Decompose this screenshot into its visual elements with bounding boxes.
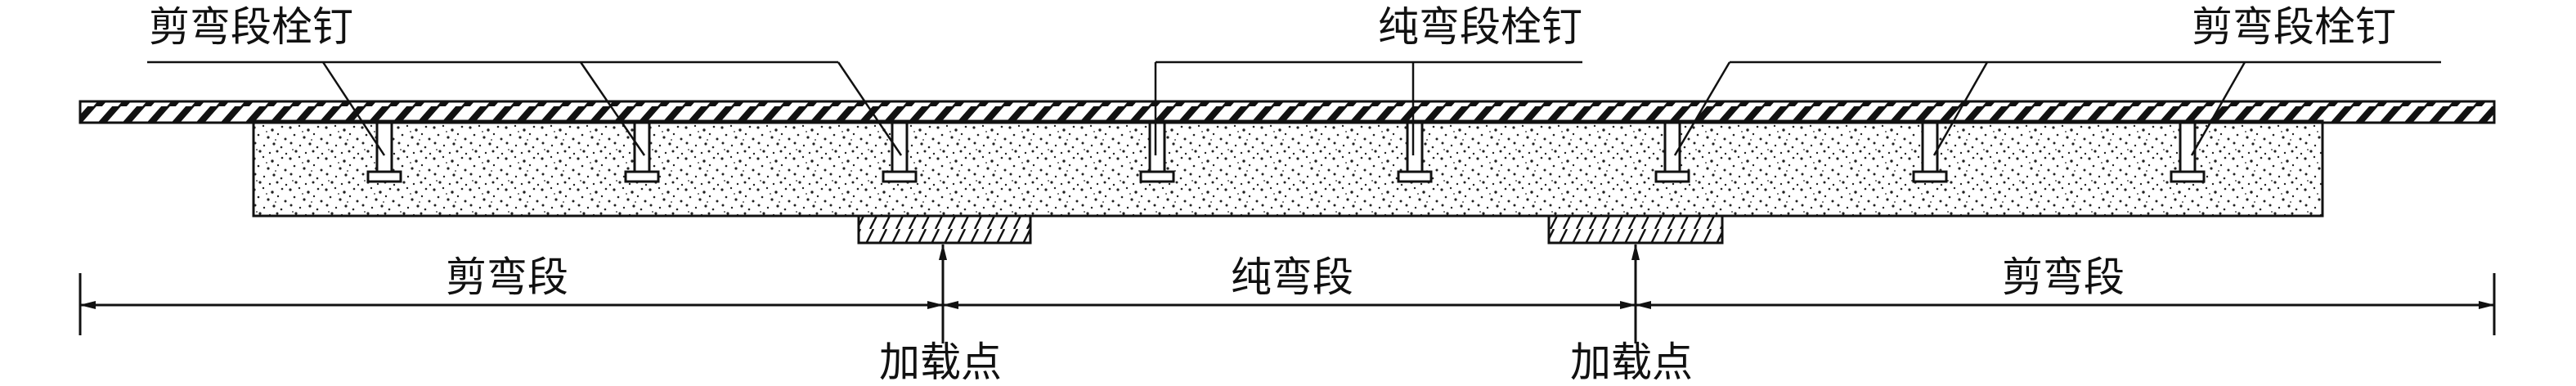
segment-label-shear-right: 剪弯段 <box>2002 254 2125 301</box>
leader-lines-pure <box>1154 61 1582 155</box>
steel-plate <box>79 100 2496 124</box>
shear-stud <box>624 121 660 183</box>
shear-stud <box>1139 121 1175 183</box>
leader-lines-shear-right <box>1673 61 2441 156</box>
shear-studs <box>366 121 2206 183</box>
stud-label-pure: 纯弯段栓钉 <box>1378 3 1582 51</box>
shear-stud <box>366 121 402 183</box>
leader-lines-shear-left <box>147 61 903 156</box>
stud-label-shear-left: 剪弯段栓钉 <box>149 3 353 51</box>
load-point-label-right: 加载点 <box>1570 339 1693 386</box>
segment-label-pure: 纯弯段 <box>1231 254 1353 301</box>
shear-stud <box>2170 121 2206 183</box>
load-block-left <box>857 214 1032 245</box>
stud-label-shear-right: 剪弯段栓钉 <box>2192 3 2396 51</box>
shear-stud <box>882 121 918 183</box>
shear-stud <box>1397 121 1433 183</box>
shear-stud <box>1912 121 1948 183</box>
concrete-slab <box>252 119 2324 218</box>
segment-label-shear-left: 剪弯段 <box>446 254 568 301</box>
load-point-label-left: 加载点 <box>879 339 1002 386</box>
load-block-right <box>1547 214 1724 245</box>
